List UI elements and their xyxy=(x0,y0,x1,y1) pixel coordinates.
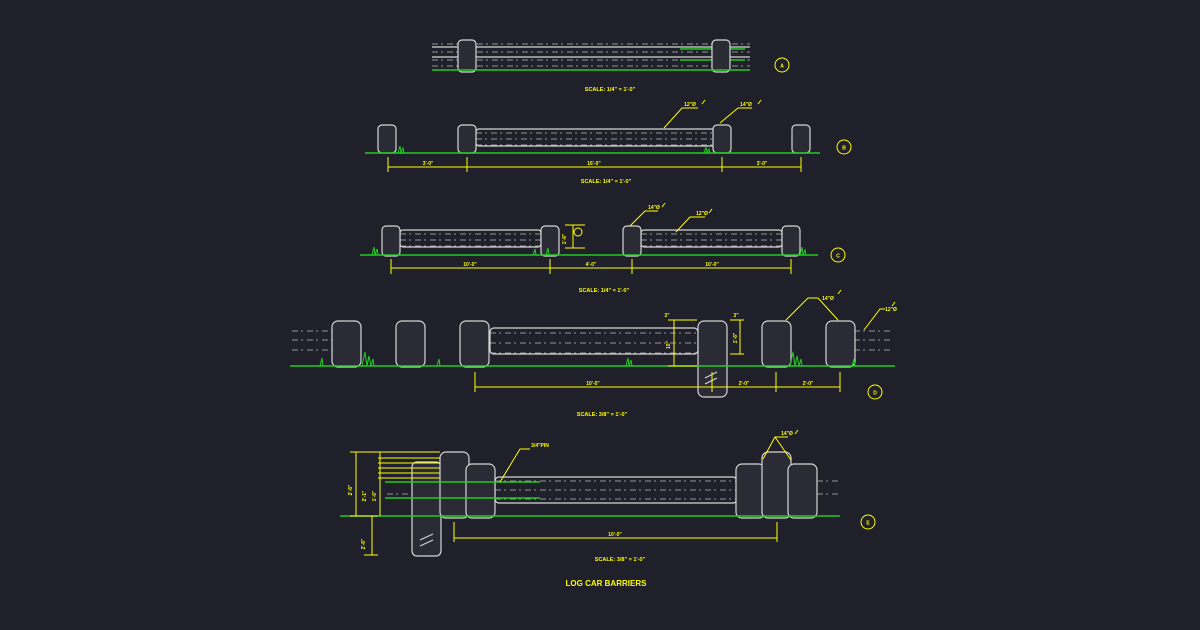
detail-d-dim-6: 10" xyxy=(666,340,672,349)
detail-d-dim-2: 2'-0" xyxy=(739,381,750,387)
detail-b-scale: SCALE: 1/4" = 1'-0" xyxy=(581,179,632,185)
detail-c-id: C xyxy=(836,254,840,260)
detail-b-post-2 xyxy=(457,124,477,154)
detail-e-marker xyxy=(860,514,876,530)
detail-d-callout-1: 14"Ø xyxy=(822,296,834,302)
detail-c-dim-1: 10'-0" xyxy=(463,262,477,268)
detail-e-post-2 xyxy=(465,463,496,519)
detail-a-marker xyxy=(774,57,790,73)
detail-d-post-1 xyxy=(331,320,362,368)
detail-b-post-3 xyxy=(712,124,732,154)
detail-c: 10'-0" 4'-0" 10'-0" 1'-6" 14"Ø 12"Ø C SC… xyxy=(360,202,846,294)
detail-b-callout-1: 12"Ø xyxy=(684,102,696,108)
detail-e-buried-post xyxy=(411,461,442,557)
detail-c-dim-3: 10'-0" xyxy=(705,262,719,268)
detail-c-dimension-lines xyxy=(390,224,792,274)
detail-a-scale: SCALE: 1/4" = 1'-0" xyxy=(585,87,636,93)
detail-e-dim-2: 2'-6" xyxy=(348,484,354,495)
detail-d: 10'-0" 2'-0" 2'-0" 3" 3" 10" 1'-6" 14"Ø … xyxy=(290,289,897,418)
detail-c-marker xyxy=(830,247,846,263)
detail-b-grass xyxy=(397,145,711,155)
detail-a-post-2 xyxy=(711,39,731,73)
detail-d-grass xyxy=(319,351,856,367)
detail-d-post-6 xyxy=(825,320,856,368)
detail-e-dimension-lines xyxy=(350,451,778,556)
detail-b-callout-2: 14"Ø xyxy=(740,102,752,108)
detail-d-marker xyxy=(867,384,883,400)
detail-c-post-4 xyxy=(781,225,801,257)
detail-c-callout-1: 14"Ø xyxy=(648,205,660,211)
detail-c-post-1 xyxy=(381,225,401,257)
detail-c-dim-2: 4'-0" xyxy=(586,262,597,268)
detail-b-dimension-lines xyxy=(387,157,802,172)
detail-e-dim-3: 2'-1" xyxy=(362,490,368,501)
detail-b-post-4 xyxy=(791,124,811,154)
detail-b-log-grain xyxy=(476,132,715,146)
detail-b-marker xyxy=(836,139,852,155)
detail-d-rail-log xyxy=(489,327,699,355)
detail-d-break-mark xyxy=(704,371,718,385)
detail-d-dim-7: 1'-6" xyxy=(733,332,739,343)
detail-d-dim-5: 3" xyxy=(733,313,739,319)
detail-c-rail-log-1 xyxy=(399,229,542,248)
detail-e-pins xyxy=(385,481,540,499)
detail-d-leaders xyxy=(785,289,896,331)
detail-e-id: E xyxy=(866,521,870,527)
detail-a-post-1 xyxy=(457,39,477,73)
detail-c-log-section xyxy=(573,227,583,237)
detail-e-post-3 xyxy=(735,463,766,519)
detail-d-id: D xyxy=(873,391,877,397)
detail-d-callout-2: 12"Ø xyxy=(885,307,897,313)
detail-c-scale: SCALE: 1/4" = 1'-0" xyxy=(579,288,630,294)
detail-d-scale: SCALE: 3/8" = 1'-0" xyxy=(577,412,628,418)
detail-e-post-4 xyxy=(761,451,792,519)
detail-d-dim-4: 3" xyxy=(664,313,670,319)
detail-c-rail-log-2 xyxy=(640,229,783,248)
detail-e-callout-1: 3/4"PIN xyxy=(531,443,549,449)
detail-e: 10'-0" 2'-6" 2'-1" 1'-6" 2'-6" 3/4"PIN 1… xyxy=(340,429,876,563)
detail-e-leaders xyxy=(499,429,799,483)
detail-b-rail-log xyxy=(475,128,716,147)
detail-e-log-grain xyxy=(495,480,737,500)
detail-c-grass xyxy=(371,246,807,256)
detail-b-dim-3: 3'-0" xyxy=(757,161,768,167)
detail-e-post-5 xyxy=(787,463,818,519)
detail-c-callout-2: 12"Ø xyxy=(696,211,708,217)
drawing-title: LOG CAR BARRIERS xyxy=(566,579,648,588)
detail-b-id: B xyxy=(842,146,846,152)
detail-e-scale: SCALE: 3/8" = 1'-0" xyxy=(595,557,646,563)
detail-e-dim-4: 1'-6" xyxy=(372,490,378,501)
detail-c-leaders xyxy=(629,202,713,233)
detail-a: A SCALE: 1/4" = 1'-0" xyxy=(432,39,790,93)
detail-e-dim-1: 10'-0" xyxy=(608,532,622,538)
detail-c-dim-4: 1'-6" xyxy=(562,233,568,244)
detail-c-log-grain xyxy=(400,233,782,247)
detail-e-post-1 xyxy=(439,451,470,519)
detail-b-dim-2: 16'-0" xyxy=(587,161,601,167)
detail-c-post-2 xyxy=(540,225,560,257)
detail-d-dim-3: 2'-0" xyxy=(803,381,814,387)
detail-d-post-2 xyxy=(395,320,426,368)
detail-d-dim-1: 10'-0" xyxy=(586,381,600,387)
detail-e-break-mark xyxy=(419,533,434,547)
detail-d-post-3 xyxy=(459,320,490,368)
detail-e-dim-5: 2'-6" xyxy=(361,538,367,549)
detail-b-leaders xyxy=(663,99,762,129)
detail-d-dimension-lines xyxy=(474,319,841,392)
detail-a-rails xyxy=(432,43,750,67)
detail-b: 3'-0" 16'-0" 3'-0" 12"Ø 14"Ø B SCALE: 1/… xyxy=(365,99,852,185)
detail-c-post-3 xyxy=(622,225,642,257)
detail-d-log-grain xyxy=(292,330,893,354)
detail-b-dim-1: 3'-0" xyxy=(423,161,434,167)
detail-e-callout-2: 14"Ø xyxy=(781,431,793,437)
detail-d-post-5 xyxy=(761,320,792,368)
detail-b-post-1 xyxy=(377,124,397,154)
detail-a-id: A xyxy=(780,64,784,70)
